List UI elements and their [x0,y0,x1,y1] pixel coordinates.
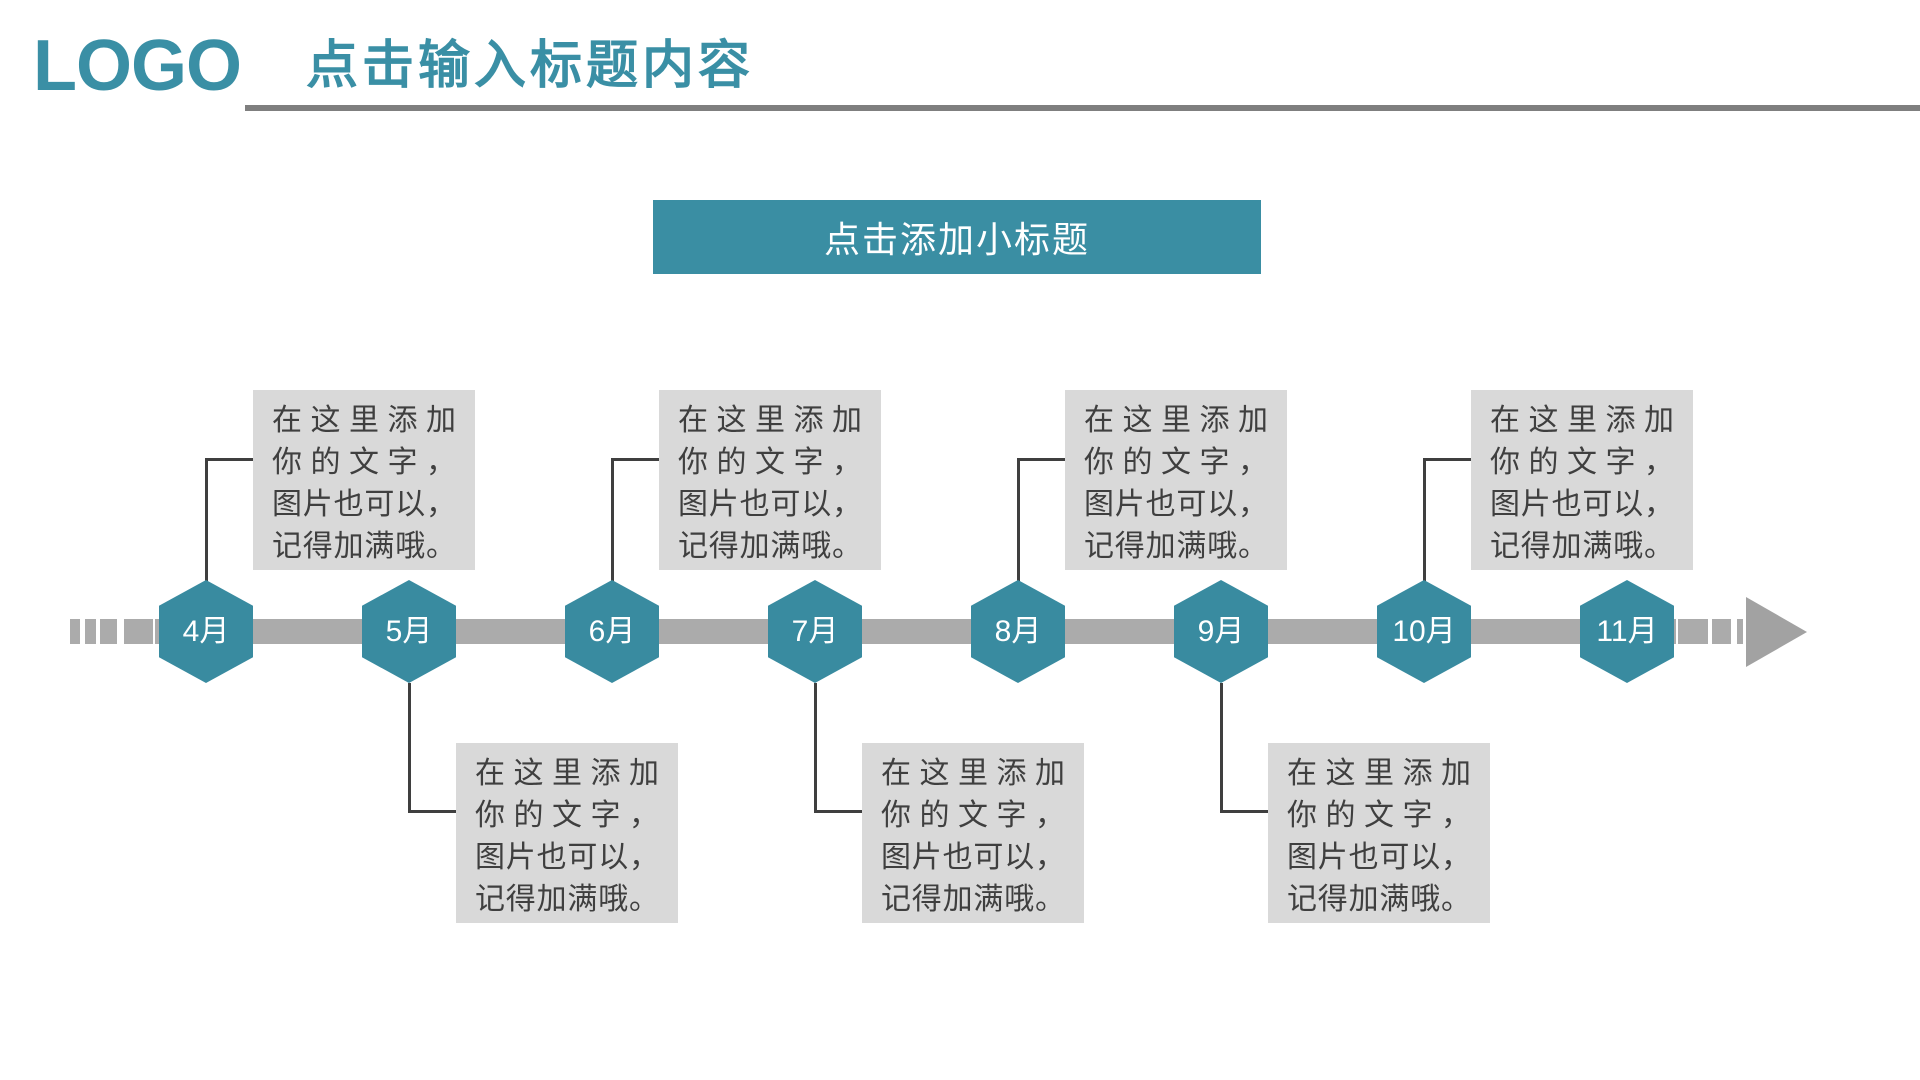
note-text-line: 记得加满哦。 [272,530,456,563]
month-label: 5月 [385,614,433,648]
note-text-line: 你的文字， [475,799,659,832]
note-text-line: 图片也可以， [272,488,456,521]
timeline-dash [85,619,96,644]
month-hexagon[interactable]: 5月 [362,580,456,683]
note-connector-horizontal [814,810,865,813]
page-title[interactable]: 点击输入标题内容 [306,37,755,95]
timeline-dash [70,619,80,644]
note-text-line: 你的文字， [1490,446,1674,479]
timeline-dash [124,619,153,644]
note-text-line: 在这里添加 [1490,404,1674,437]
note-connector-horizontal [1423,458,1474,461]
note-text-line: 你的文字， [1287,799,1471,832]
month-hexagon[interactable]: 4月 [159,580,253,683]
month-label: 9月 [1197,614,1245,648]
month-label: 11月 [1596,614,1658,648]
note-text-line: 记得加满哦。 [1084,530,1268,563]
note-connector-vertical [205,458,208,584]
note-text-line: 记得加满哦。 [1490,530,1674,563]
note-text-line: 图片也可以， [881,841,1065,874]
note-text-line: 记得加满哦。 [1287,883,1471,916]
note-text-line: 你的文字， [678,446,862,479]
note-text-line: 你的文字， [1084,446,1268,479]
note-text-line: 记得加满哦。 [678,530,862,563]
month-label: 8月 [994,614,1042,648]
note-connector-horizontal [611,458,662,461]
note-text-line: 在这里添加 [1084,404,1268,437]
month-label: 10月 [1392,614,1456,648]
subtitle-banner-label: 点击添加小标题 [823,219,1090,260]
month-label: 7月 [791,614,839,648]
note-connector-vertical [1017,458,1020,584]
note-box[interactable]: 在这里添加你的文字， 图片也可以， 记得加满哦。 [253,390,475,570]
note-box[interactable]: 在这里添加你的文字， 图片也可以， 记得加满哦。 [862,743,1084,923]
note-text-line: 图片也可以， [1287,841,1471,874]
month-hexagon[interactable]: 9月 [1174,580,1268,683]
month-hexagon[interactable]: 7月 [768,580,862,683]
note-connector-horizontal [205,458,256,461]
note-text-line: 图片也可以， [1084,488,1268,521]
month-hexagon[interactable]: 11月 [1580,580,1674,683]
note-box[interactable]: 在这里添加你的文字， 图片也可以， 记得加满哦。 [659,390,881,570]
note-text-line: 记得加满哦。 [475,883,659,916]
note-text-line: 在这里添加 [881,757,1065,790]
note-connector-horizontal [1017,458,1068,461]
note-text-line: 在这里添加 [272,404,456,437]
note-connector-vertical [611,458,614,584]
note-connector-vertical [1220,683,1223,813]
month-label: 4月 [182,614,230,648]
note-text-line: 在这里添加 [1287,757,1471,790]
note-box[interactable]: 在这里添加你的文字， 图片也可以， 记得加满哦。 [456,743,678,923]
note-text-line: 图片也可以， [678,488,862,521]
note-connector-vertical [408,683,411,813]
note-connector-vertical [814,683,817,813]
month-label: 6月 [588,614,636,648]
note-box[interactable]: 在这里添加你的文字， 图片也可以， 记得加满哦。 [1471,390,1693,570]
note-text-line: 在这里添加 [475,757,659,790]
month-hexagon[interactable]: 10月 [1377,580,1471,683]
note-connector-horizontal [408,810,459,813]
subtitle-banner[interactable]: 点击添加小标题 [653,200,1261,274]
note-connector-horizontal [1220,810,1271,813]
timeline-dash [1712,619,1731,644]
timeline-arrow-icon [1746,597,1807,667]
note-text-line: 记得加满哦。 [881,883,1065,916]
note-text-line: 在这里添加 [678,404,862,437]
logo: LOGO [33,26,242,106]
timeline-dash [100,619,117,644]
note-text-line: 你的文字， [881,799,1065,832]
note-text-line: 图片也可以， [1490,488,1674,521]
month-hexagon[interactable]: 8月 [971,580,1065,683]
note-box[interactable]: 在这里添加你的文字， 图片也可以， 记得加满哦。 [1268,743,1490,923]
header-divider [245,105,1920,111]
month-hexagon[interactable]: 6月 [565,580,659,683]
note-connector-vertical [1423,458,1426,584]
timeline-dash [1737,619,1743,644]
note-box[interactable]: 在这里添加你的文字， 图片也可以， 记得加满哦。 [1065,390,1287,570]
note-text-line: 图片也可以， [475,841,659,874]
timeline-dash [1678,619,1708,644]
note-text-line: 你的文字， [272,446,456,479]
